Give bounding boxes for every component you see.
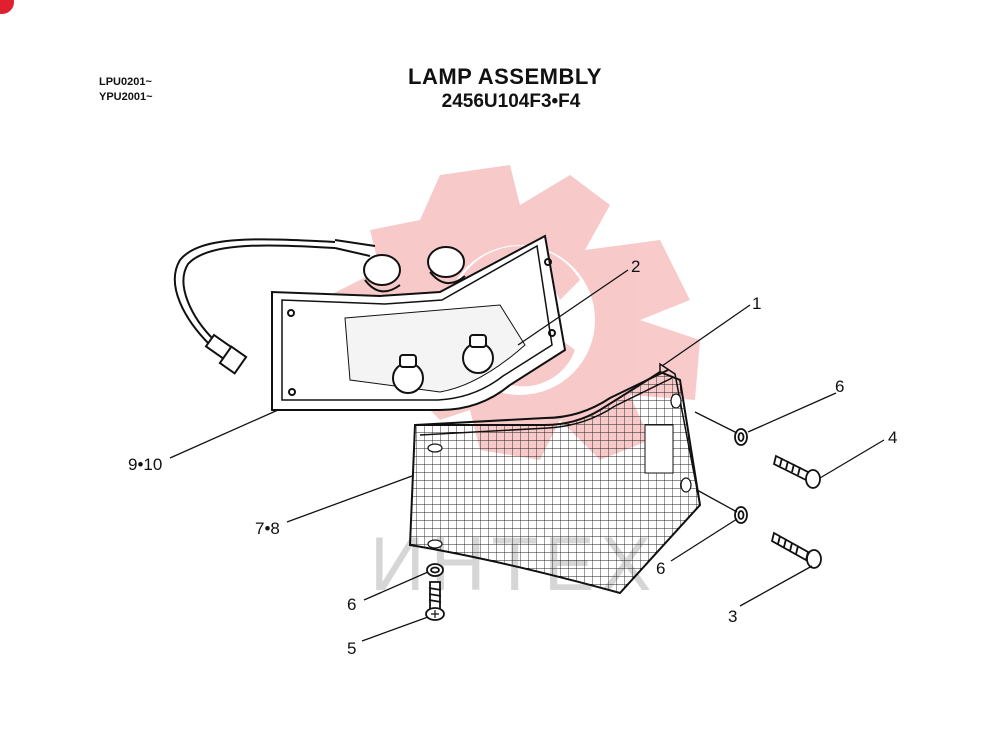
page-title: LAMP ASSEMBLY 2456U104F3•F4 (300, 64, 710, 113)
serial-code-2: YPU2001~ (99, 91, 153, 103)
screw-3 (770, 531, 822, 569)
callout-7-8: 7•8 (255, 519, 280, 538)
serial-code-1: LPU0201~ (99, 76, 152, 88)
callout-4: 4 (888, 428, 897, 447)
washer-lower (426, 563, 444, 577)
screw-5 (425, 581, 445, 621)
callout-6-lower: 6 (347, 595, 356, 614)
wire-harness (173, 238, 376, 375)
callout-5: 5 (347, 639, 356, 658)
washer-middle (734, 506, 748, 524)
screw-4 (772, 454, 821, 489)
serial-codes: LPU0201~ YPU2001~ (99, 75, 153, 105)
assembly-title: LAMP ASSEMBLY (408, 64, 602, 89)
callout-3: 3 (728, 607, 737, 626)
callout-6-upper: 6 (835, 377, 844, 396)
lamp-lens (408, 362, 702, 595)
callout-1: 1 (752, 294, 761, 313)
lamp-housing (271, 234, 567, 411)
assembly-part-number: 2456U104F3•F4 (441, 91, 581, 112)
washer-upper (734, 428, 748, 446)
leader-lines (169, 269, 885, 642)
callout-6-middle: 6 (656, 559, 665, 578)
callout-9-10: 9•10 (128, 455, 162, 474)
callout-2: 2 (631, 257, 640, 276)
